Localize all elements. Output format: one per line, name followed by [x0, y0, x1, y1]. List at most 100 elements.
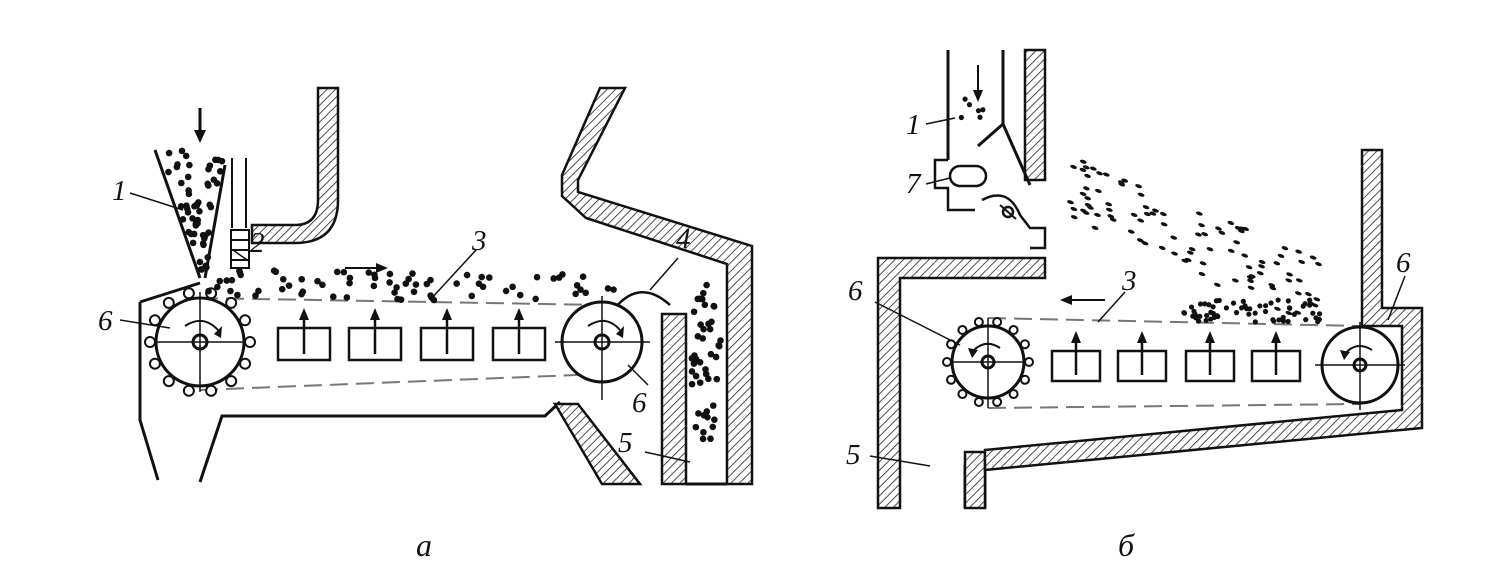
drum-left-a-studs	[144, 287, 256, 397]
grain	[1274, 306, 1281, 311]
grain	[1080, 208, 1087, 213]
grain	[204, 180, 211, 188]
grain	[1197, 313, 1203, 319]
grain	[205, 229, 212, 236]
grain	[1206, 247, 1214, 252]
drum-stud	[244, 336, 256, 348]
grain	[299, 288, 307, 295]
grain	[1277, 253, 1285, 259]
leaders-b	[869, 117, 1406, 467]
grain	[1137, 192, 1145, 197]
grain	[1295, 249, 1303, 254]
grain	[173, 163, 181, 171]
upper-duct-a	[250, 86, 340, 245]
grain	[1210, 304, 1216, 310]
flow-arrow-a	[345, 263, 388, 273]
grain	[1315, 261, 1322, 267]
grain	[705, 375, 712, 383]
grain	[1245, 265, 1253, 270]
grain	[1247, 306, 1253, 312]
label-drum-left-a: 6	[98, 305, 113, 337]
grain	[298, 275, 306, 283]
drum-stud	[182, 384, 195, 397]
grain	[189, 239, 197, 247]
grain	[365, 269, 373, 276]
grain	[189, 215, 196, 222]
grain	[1107, 214, 1115, 219]
grain	[1285, 298, 1291, 304]
labels-b: 1 7 3 6 6 5 б	[846, 109, 1411, 563]
drum-right-b	[1315, 322, 1405, 410]
grain	[710, 302, 718, 310]
grain	[386, 279, 393, 286]
grain	[468, 292, 476, 300]
grain	[412, 281, 420, 288]
air-arrow-head	[1071, 331, 1081, 343]
labels-a: 1 2 3 4 6 6 5 а	[98, 175, 691, 563]
grain	[1079, 159, 1087, 164]
grain	[700, 289, 707, 297]
grain	[1311, 303, 1319, 308]
grain	[717, 337, 724, 344]
grain	[410, 288, 418, 296]
grain	[1095, 188, 1102, 194]
grain	[393, 284, 400, 291]
drum-stud	[1019, 374, 1030, 385]
grain	[1198, 272, 1206, 277]
grain	[1216, 297, 1222, 304]
label-feed-funnel-a: 1	[112, 175, 127, 207]
grains-a	[165, 147, 724, 443]
caption-b: б	[1118, 527, 1135, 563]
grain	[453, 280, 460, 287]
grain	[1102, 172, 1110, 177]
grain	[1309, 255, 1317, 260]
grain	[1201, 232, 1209, 237]
grain	[699, 435, 707, 443]
grain	[1298, 259, 1306, 265]
grain	[179, 216, 187, 223]
grain	[1281, 246, 1289, 251]
grain	[1197, 301, 1204, 307]
belt-a	[199, 297, 603, 391]
grain	[1091, 225, 1099, 230]
label-belt-a: 3	[471, 225, 487, 257]
grain	[213, 180, 221, 187]
grain	[1270, 317, 1276, 323]
grain	[319, 281, 326, 289]
grain	[386, 270, 394, 278]
grain	[1307, 297, 1313, 303]
grain	[1206, 302, 1212, 308]
grain	[509, 283, 516, 291]
grain	[958, 114, 964, 121]
label-drum-right-b: 6	[1396, 247, 1411, 279]
grain	[1242, 303, 1248, 309]
grain	[709, 402, 717, 409]
air-arrow-head	[1137, 331, 1147, 343]
grain	[1240, 298, 1246, 304]
grain	[405, 275, 412, 283]
drum-stud	[1008, 324, 1019, 335]
grain	[1096, 171, 1103, 176]
grain	[1246, 311, 1252, 317]
grain	[1198, 223, 1205, 228]
grain	[1285, 278, 1293, 283]
grain	[980, 107, 986, 113]
grain	[582, 289, 589, 297]
label-drum-left-b: 6	[848, 275, 863, 307]
grain	[1276, 317, 1282, 323]
drum-stud	[205, 384, 218, 397]
grain	[701, 301, 709, 309]
grain	[1285, 310, 1293, 316]
grain	[1316, 311, 1323, 317]
drum-left-b	[945, 318, 1032, 408]
grain	[1307, 302, 1313, 308]
grain	[397, 296, 405, 303]
grain	[1121, 178, 1129, 183]
drum-stud	[182, 287, 195, 300]
air-arrow-head	[1271, 331, 1281, 343]
grain	[692, 423, 700, 431]
flow-arrow-b	[1060, 295, 1105, 305]
grain	[1079, 191, 1087, 197]
grain	[178, 147, 186, 155]
